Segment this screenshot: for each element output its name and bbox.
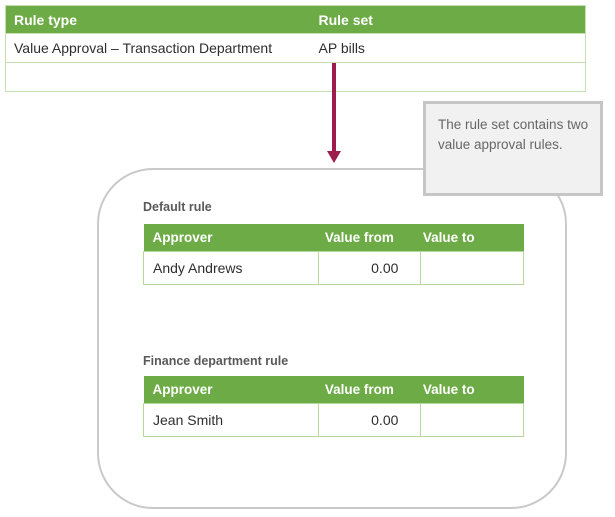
rule-type-table: Rule type Rule set Value Approval – Tran…	[5, 5, 586, 92]
table-row-empty	[5, 62, 586, 92]
table-row: Value Approval – Transaction Department …	[5, 33, 586, 63]
arrow-down-head-icon	[327, 151, 341, 163]
default-rule-title: Default rule	[143, 200, 212, 214]
value-from-cell: 0.00	[317, 402, 422, 437]
rule-type-cell	[5, 62, 311, 92]
value-from-column-header: Value from	[318, 376, 421, 403]
table-row: Jean Smith 0.00	[143, 402, 524, 437]
rule-set-column-header: Rule set	[310, 5, 586, 34]
value-from-column-header: Value from	[318, 224, 421, 251]
approver-column-header: Approver	[143, 224, 319, 251]
rule-set-cell: AP bills	[310, 33, 586, 63]
default-rule-header-row: Approver Value from Value to	[143, 224, 524, 251]
value-from-cell: 0.00	[317, 250, 422, 285]
rule-type-cell: Value Approval – Transaction Department	[5, 33, 311, 63]
finance-rule-table: Approver Value from Value to Jean Smith …	[143, 376, 524, 437]
arrow-down-icon	[332, 63, 336, 152]
rule-set-cell	[310, 62, 586, 92]
value-to-column-header: Value to	[420, 376, 524, 403]
table-row: Andy Andrews 0.00	[143, 250, 524, 285]
approver-cell: Andy Andrews	[143, 250, 319, 285]
value-to-cell	[420, 250, 524, 285]
rule-type-column-header: Rule type	[5, 5, 311, 34]
value-to-cell	[420, 402, 524, 437]
callout-box: The rule set contains two value approval…	[423, 101, 603, 196]
approver-column-header: Approver	[143, 376, 319, 403]
rule-type-table-header-row: Rule type Rule set	[5, 5, 586, 34]
callout-text: The rule set contains two value approval…	[438, 117, 589, 152]
value-to-column-header: Value to	[420, 224, 524, 251]
finance-rule-header-row: Approver Value from Value to	[143, 376, 524, 403]
approver-cell: Jean Smith	[143, 402, 319, 437]
finance-rule-title: Finance department rule	[143, 354, 289, 368]
default-rule-table: Approver Value from Value to Andy Andrew…	[143, 224, 524, 285]
rule-set-panel: Default rule Approver Value from Value t…	[97, 168, 567, 509]
